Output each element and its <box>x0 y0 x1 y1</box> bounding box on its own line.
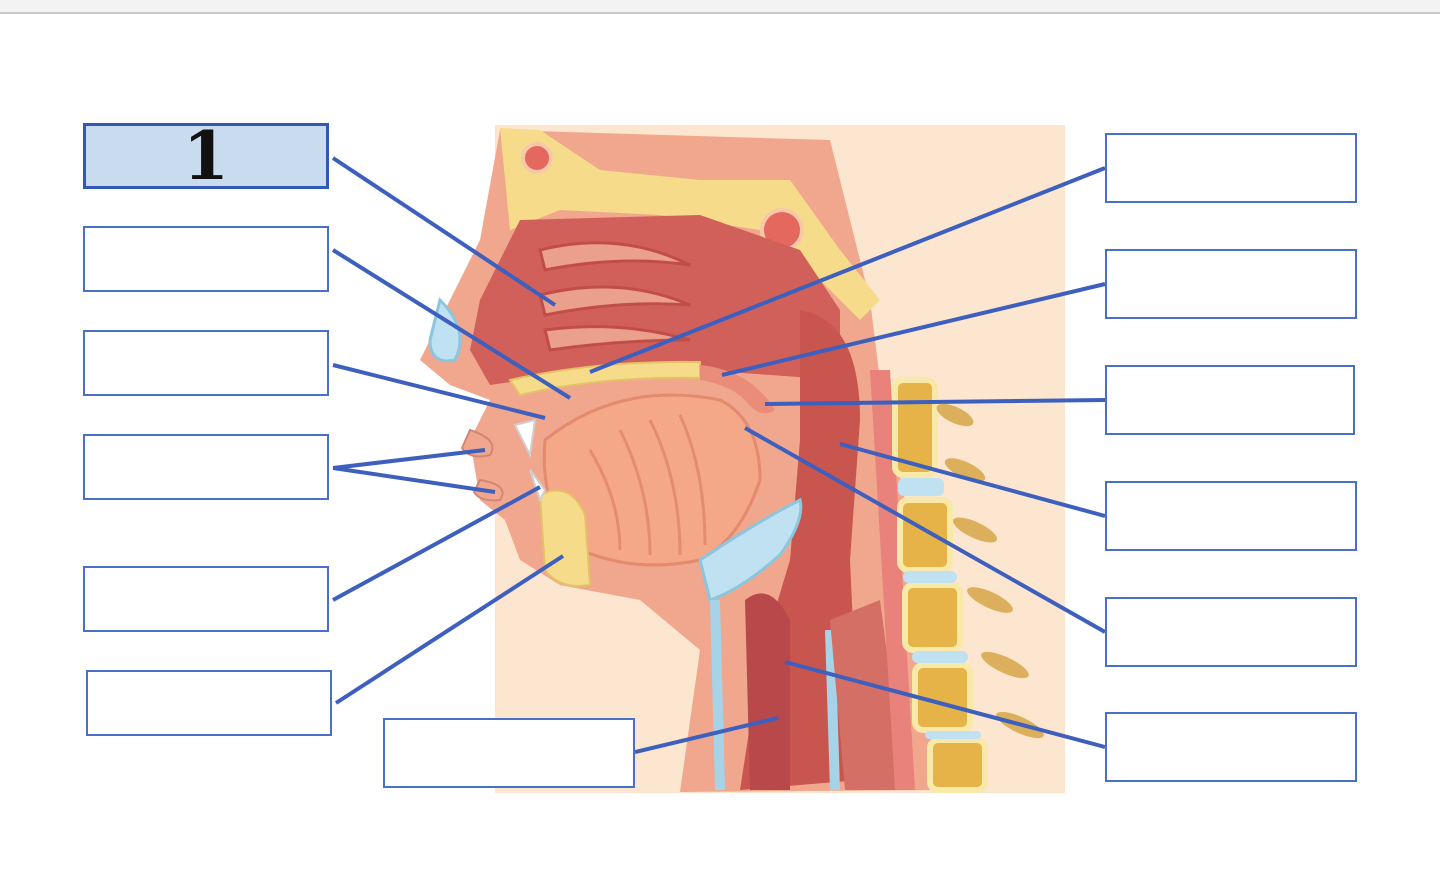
label-box-8[interactable] <box>1105 133 1357 203</box>
soft-palate <box>700 365 775 414</box>
label-box-6[interactable] <box>86 670 332 736</box>
label-box-10[interactable] <box>1105 365 1355 435</box>
esophagus <box>830 600 905 790</box>
spinal-cord <box>870 370 915 790</box>
label-box-3[interactable] <box>83 330 329 396</box>
spinous-processes <box>936 403 1044 739</box>
leader-line-12 <box>744 426 1106 634</box>
label-box-5[interactable] <box>83 566 329 632</box>
leader-lines <box>331 156 1106 754</box>
leader-line-4b <box>332 466 496 494</box>
leader-line-1 <box>331 156 557 307</box>
leader-line-3 <box>332 363 546 420</box>
leader-line-8 <box>589 166 1106 374</box>
epiglottis <box>698 497 803 602</box>
leader-line-7 <box>634 716 779 754</box>
label-box-1[interactable]: 1 <box>83 123 329 189</box>
leader-line-9 <box>721 282 1106 377</box>
label-box-12[interactable] <box>1105 597 1357 667</box>
label-box-2[interactable] <box>83 226 329 292</box>
leader-line-4a <box>332 448 486 470</box>
leader-line-11 <box>839 442 1106 518</box>
leader-line-6 <box>334 554 565 705</box>
label-box-13[interactable] <box>1105 712 1357 782</box>
tongue-muscle-fibers <box>588 414 707 556</box>
trachea-cartilage <box>710 599 840 791</box>
label-box-11[interactable] <box>1105 481 1357 551</box>
larynx-trachea <box>745 593 790 790</box>
frontal-sinus <box>521 142 553 174</box>
leader-line-5 <box>332 485 541 602</box>
leader-line-10 <box>764 398 1106 406</box>
nasal-conchae <box>538 241 691 352</box>
leader-line-13 <box>784 660 1106 749</box>
window-top-edge <box>0 0 1440 14</box>
label-box-7[interactable] <box>383 718 635 788</box>
label-box-9[interactable] <box>1105 249 1357 319</box>
leader-line-2 <box>331 248 572 400</box>
lower-teeth <box>529 469 547 503</box>
label-box-4[interactable] <box>83 434 329 500</box>
upper-teeth <box>513 418 537 459</box>
intervertebral-discs <box>898 478 981 739</box>
skull-bone <box>500 128 880 320</box>
